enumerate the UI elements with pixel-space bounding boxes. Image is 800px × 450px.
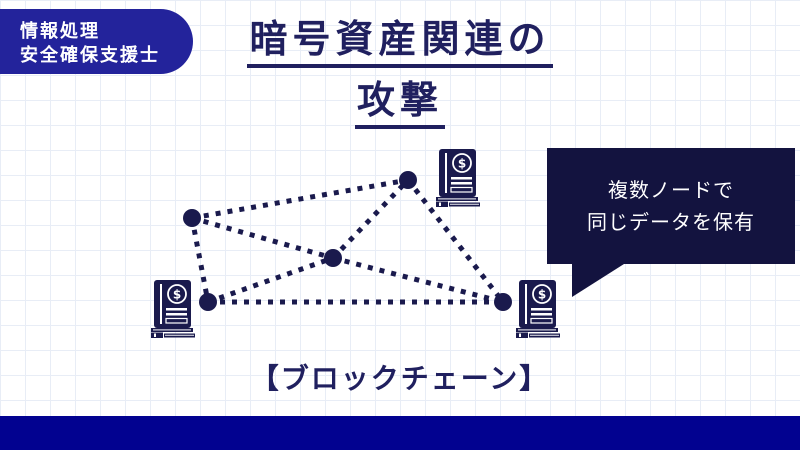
caption-blockchain: 【ブロックチェーン】 (250, 363, 550, 394)
badge-line2: 安全確保支援士 (20, 45, 160, 65)
bottom-bar (0, 416, 800, 450)
network-edge (189, 217, 211, 303)
page-title: 暗号資産関連の 攻撃 (180, 18, 620, 129)
network-node (199, 293, 217, 311)
network-nodes (183, 171, 512, 311)
network-edge (406, 178, 505, 304)
network-node (494, 293, 512, 311)
network-node (399, 171, 417, 189)
network-edge (207, 255, 334, 305)
bubble-line1: 複数ノードで (608, 180, 734, 202)
network-edge (331, 178, 410, 260)
network-edges (189, 177, 505, 305)
network-node (324, 249, 342, 267)
exam-badge: 情報処理 安全確保支援士 (0, 9, 193, 74)
network-edge (191, 215, 334, 261)
network-edge (332, 255, 504, 305)
title-line2: 攻撃 (354, 79, 445, 129)
badge-line1: 情報処理 (20, 21, 100, 41)
network-edge (191, 177, 409, 221)
bubble-line2: 同じデータを保有 (587, 212, 755, 234)
title-line1: 暗号資産関連の (247, 18, 553, 68)
ledger-icon (515, 279, 561, 339)
network-node (183, 209, 201, 227)
speech-bubble: 複数ノードで 同じデータを保有 (547, 148, 795, 297)
ledger-icon (150, 279, 196, 339)
ledger-icon (435, 148, 481, 208)
